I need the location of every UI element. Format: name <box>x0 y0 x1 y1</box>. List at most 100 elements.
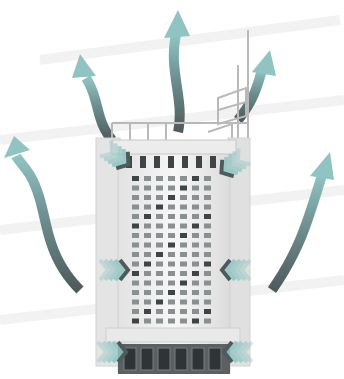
window <box>180 290 187 295</box>
window <box>144 280 151 286</box>
crown-slot <box>154 156 160 168</box>
window <box>156 223 163 229</box>
lobby-bays <box>123 347 222 371</box>
window <box>180 223 187 229</box>
chevron-icon <box>98 258 111 282</box>
window <box>132 280 139 286</box>
window <box>192 280 199 286</box>
lobby-bay <box>208 347 222 371</box>
window <box>168 309 175 314</box>
chevron-icon <box>108 258 121 282</box>
window <box>168 252 175 257</box>
lobby-bay <box>157 347 171 371</box>
window <box>192 290 199 295</box>
window <box>144 214 151 219</box>
window <box>144 185 151 191</box>
window <box>180 271 187 276</box>
window <box>144 204 151 210</box>
window <box>204 214 211 219</box>
arrow-head-icon <box>310 152 334 180</box>
lobby-bay <box>140 347 154 371</box>
window <box>144 252 151 257</box>
intake-arrow-icon <box>96 340 129 364</box>
arrow-head-icon <box>72 54 96 78</box>
intake-arrow-icon <box>98 258 131 282</box>
window <box>168 261 175 267</box>
window <box>156 204 163 210</box>
crown-slot <box>196 156 202 168</box>
window <box>144 309 151 314</box>
chevron-icon <box>231 151 247 170</box>
crown-slot <box>182 156 188 168</box>
window <box>132 233 139 238</box>
window <box>204 223 211 229</box>
window <box>192 223 199 229</box>
window <box>168 271 175 276</box>
exhaust-arrow-far-right <box>267 173 327 293</box>
chevron-icon <box>236 340 249 364</box>
window <box>156 176 163 181</box>
window <box>156 242 163 248</box>
chevron-icon <box>103 258 116 282</box>
window <box>192 261 199 267</box>
window <box>168 280 175 286</box>
window <box>192 271 199 276</box>
chevron-icon <box>116 340 129 364</box>
window <box>156 271 163 276</box>
exhaust-arrow-far-left <box>11 153 84 294</box>
window <box>192 252 199 257</box>
chevron-icon <box>101 340 114 364</box>
chevron-icon <box>96 340 109 364</box>
window <box>180 204 187 210</box>
crown-slot <box>210 156 216 168</box>
window <box>132 214 139 219</box>
chevron-icon <box>223 156 239 176</box>
window <box>204 318 211 324</box>
window <box>156 290 163 295</box>
window <box>156 185 163 191</box>
intake-arrows <box>96 140 254 364</box>
crown-slot <box>168 156 174 168</box>
window <box>180 261 187 267</box>
window <box>204 290 211 295</box>
exhaust-arrow-right <box>234 68 267 124</box>
window <box>144 233 151 238</box>
intake-arrow-icon <box>221 340 254 364</box>
window <box>204 261 211 267</box>
window <box>204 271 211 276</box>
chevron-icon <box>111 340 124 364</box>
window <box>168 195 175 200</box>
window <box>192 242 199 248</box>
crown-band <box>111 139 237 155</box>
window <box>144 261 151 267</box>
arrow-head-icon <box>252 50 276 76</box>
chevron-icon <box>115 151 131 171</box>
window <box>192 233 199 238</box>
window <box>192 299 199 305</box>
window <box>204 242 211 248</box>
window <box>132 290 139 295</box>
window <box>192 318 199 324</box>
window <box>180 185 187 191</box>
window <box>192 204 199 210</box>
window <box>192 176 199 181</box>
window <box>204 176 211 181</box>
crown-slot <box>140 156 146 168</box>
lobby-bay <box>191 347 205 371</box>
window <box>192 309 199 314</box>
window <box>204 280 211 286</box>
window <box>144 195 151 200</box>
window <box>180 318 187 324</box>
window <box>168 290 175 295</box>
window <box>132 242 139 248</box>
exhaust-arrow-center <box>168 33 185 134</box>
window <box>168 299 175 305</box>
window <box>168 176 175 181</box>
window <box>192 195 199 200</box>
window <box>132 271 139 276</box>
intake-arrow-icon <box>219 148 251 179</box>
window <box>144 290 151 295</box>
chevron-icon <box>107 145 123 165</box>
